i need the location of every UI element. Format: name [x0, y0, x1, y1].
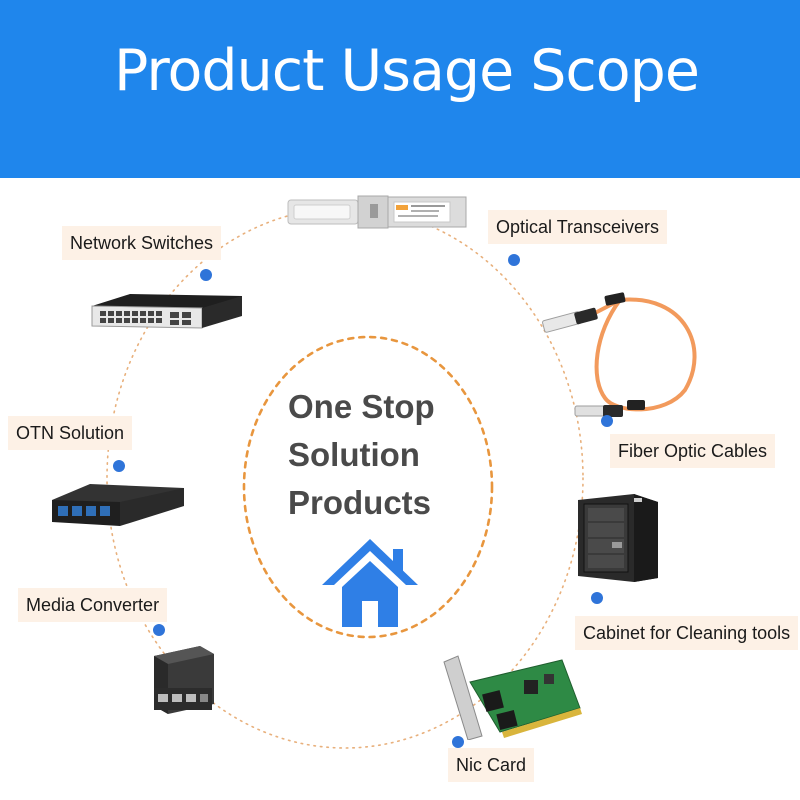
label-media-converter: Media Converter — [18, 588, 168, 622]
label-optical-transceivers: Optical Transceivers — [488, 210, 668, 244]
center-line-one: One Stop — [288, 388, 435, 425]
connector-dot — [452, 736, 464, 748]
label-cabinet: Cabinet for Cleaning tools — [575, 616, 799, 650]
connector-dot — [601, 415, 613, 427]
center-line-two: Solution — [288, 436, 420, 473]
qsfp-transceiver-icon — [287, 195, 467, 229]
connector-dot — [508, 254, 520, 266]
connector-dot — [153, 624, 165, 636]
connector-dot — [200, 269, 212, 281]
label-network-switches: Network Switches — [62, 226, 222, 260]
connector-dot — [591, 592, 603, 604]
connector-dot — [113, 460, 125, 472]
fiber-cable-icon — [542, 292, 697, 417]
center-dashed-ring — [242, 335, 494, 639]
label-nic-card: Nic Card — [448, 748, 535, 782]
center-line-three: Products — [288, 484, 432, 521]
house-icon — [322, 539, 418, 627]
page-title: Product Usage Scope — [114, 38, 700, 104]
otn-chassis-icon — [52, 484, 184, 526]
media-converter-icon — [154, 646, 214, 714]
header-banner: Product Usage Scope — [0, 0, 800, 178]
nic-card-icon — [443, 655, 582, 740]
wall-cabinet-icon — [578, 494, 658, 582]
network-switch-icon — [91, 294, 242, 329]
label-otn-solution: OTN Solution — [8, 416, 133, 450]
label-fiber-optic-cables: Fiber Optic Cables — [610, 434, 776, 468]
